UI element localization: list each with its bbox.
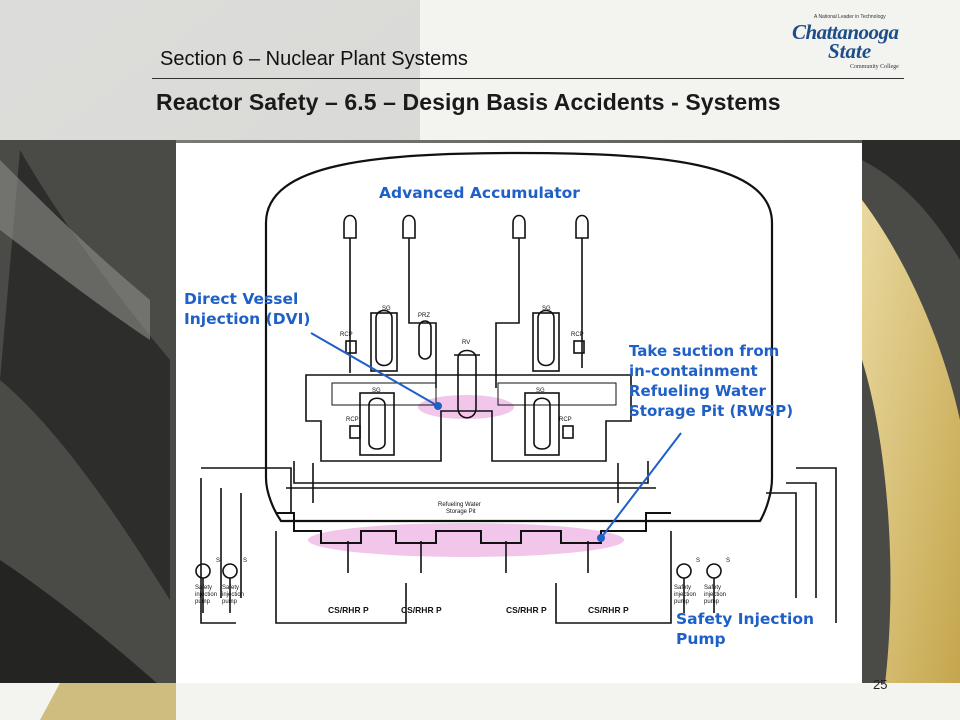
label-injection-4: injection [704, 592, 726, 598]
label-cs-rhr-3: CS/RHR P [506, 605, 547, 615]
label-cs-rhr-1: CS/RHR P [328, 605, 369, 615]
label-pump-1: pump [195, 599, 211, 605]
rcp-2 [573, 340, 585, 354]
label-safety-2: Safety [222, 585, 239, 591]
rwsp-highlight [308, 523, 624, 557]
header-divider [152, 78, 904, 79]
label-rcp-4: RCP [559, 417, 572, 423]
logo-word-3: Community College [850, 64, 899, 70]
logo-word-1: Chattanooga [792, 20, 899, 44]
si-pump-right-2 [706, 563, 722, 579]
steam-generator-upper-right [537, 309, 555, 367]
label-rwsp-line1: Refueling Water [438, 502, 481, 508]
accumulator-tank-4 [575, 214, 589, 239]
label-sg-1: SG [382, 306, 391, 312]
callout-suction-line3: Refueling Water [629, 382, 766, 400]
label-injection-2: injection [222, 592, 244, 598]
steam-generator-lower-right [533, 397, 551, 450]
logo-word-2: State [828, 39, 872, 63]
callout-suction-line4: Storage Pit (RWSP) [629, 402, 793, 420]
steam-generator-upper-left [375, 309, 393, 367]
reactor-vessel [457, 349, 477, 419]
si-pump-left-2 [222, 563, 238, 579]
label-s-1: S [216, 558, 220, 564]
label-safety-1: Safety [195, 585, 212, 591]
label-rwsp-line2: Storage Pit [446, 509, 476, 515]
label-s-2: S [243, 558, 247, 564]
si-pump-right-1 [676, 563, 692, 579]
accumulator-tank-2 [402, 214, 416, 239]
label-injection-1: injection [195, 592, 217, 598]
callout-sip-line1: Safety Injection [676, 610, 814, 628]
label-safety-4: Safety [704, 585, 721, 591]
rcp-1 [345, 340, 357, 354]
label-prz: PRZ [418, 313, 430, 319]
rcp-3 [349, 425, 361, 439]
label-cs-rhr-4: CS/RHR P [588, 605, 629, 615]
callout-advanced-accumulator: Advanced Accumulator [379, 184, 580, 202]
page-number: 25 [873, 677, 888, 692]
label-s-4: S [726, 558, 730, 564]
accumulator-tank-3 [512, 214, 526, 239]
containment-vessel [264, 151, 774, 523]
section-title: Section 6 – Nuclear Plant Systems [160, 48, 468, 70]
logo-tagline: A National Leader in Technology [814, 14, 886, 20]
rcp-4 [562, 425, 574, 439]
label-injection-3: injection [674, 592, 696, 598]
label-cs-rhr-2: CS/RHR P [401, 605, 442, 615]
label-pump-2: pump [222, 599, 238, 605]
label-rcp-2: RCP [571, 332, 584, 338]
label-pump-3: pump [674, 599, 690, 605]
callout-dvi-line1: Direct Vessel [184, 290, 298, 308]
callout-suction-line2: in-containment [629, 362, 758, 380]
accumulator-tank-1 [343, 214, 357, 239]
label-s-3: S [696, 558, 700, 564]
callout-dvi-line2: Injection (DVI) [184, 310, 310, 328]
label-rcp-1: RCP [340, 332, 353, 338]
si-pump-left-1 [195, 563, 211, 579]
callout-suction-line1: Take suction from [629, 342, 779, 360]
reactor-safety-diagram: Advanced Accumulator Direct Vessel Injec… [176, 143, 862, 683]
pressurizer [418, 320, 432, 360]
label-rv: RV [462, 340, 470, 346]
label-pump-4: pump [704, 599, 720, 605]
label-rcp-3: RCP [346, 417, 359, 423]
label-safety-3: Safety [674, 585, 691, 591]
callout-sip-line2: Pump [676, 630, 726, 648]
label-sg-3: SG [372, 388, 381, 394]
label-sg-2: SG [542, 306, 551, 312]
label-sg-4: SG [536, 388, 545, 394]
steam-generator-lower-left [368, 397, 386, 450]
dvi-highlight [418, 395, 514, 419]
college-logo: A National Leader in Technology Chattano… [788, 14, 906, 76]
slide-title: Reactor Safety – 6.5 – Design Basis Acci… [156, 89, 781, 115]
